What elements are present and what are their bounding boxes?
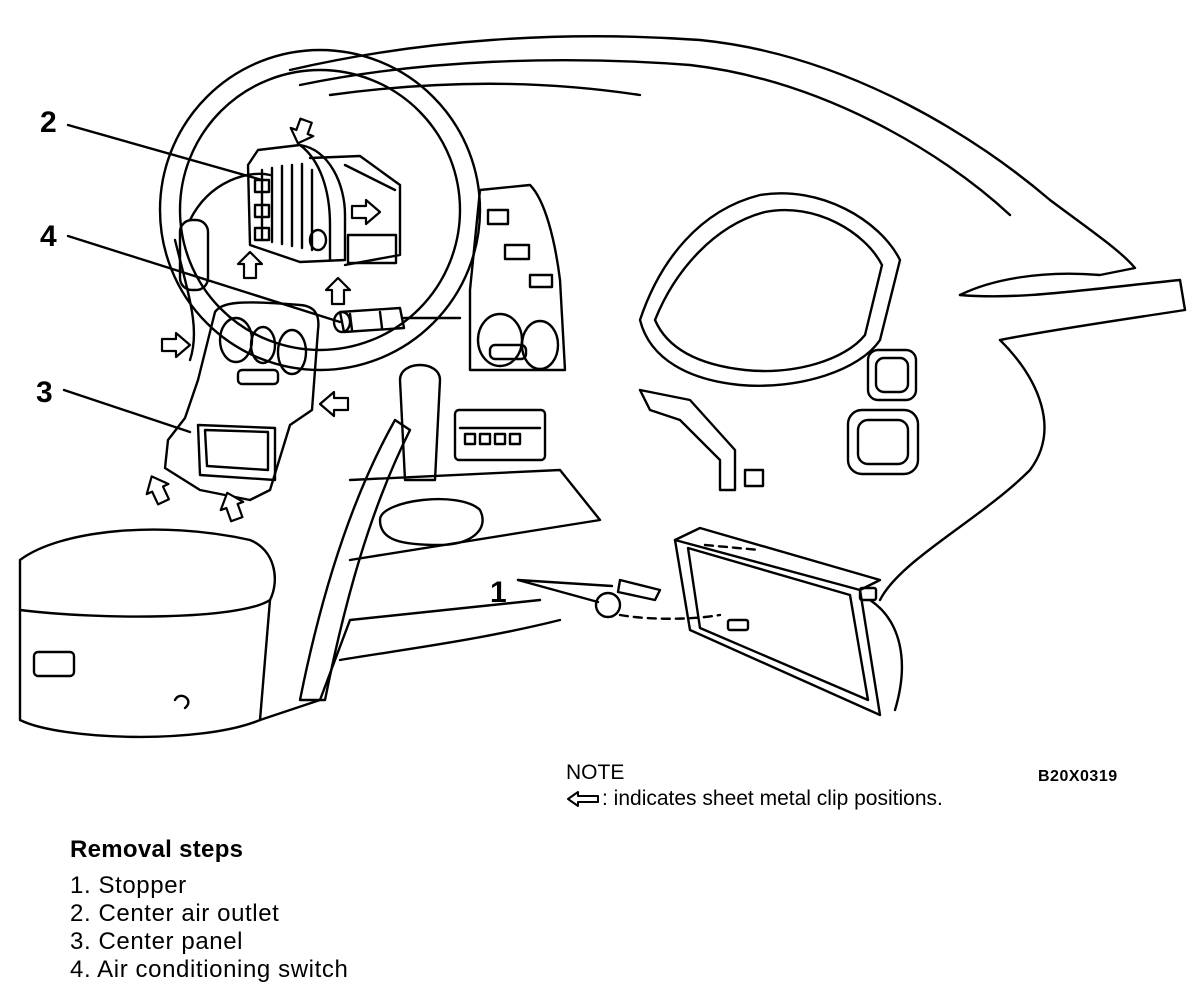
leader-line-3 [62, 388, 192, 434]
dashboard-right-wing [958, 278, 1187, 342]
note-block: NOTE : indicates sheet metal clip positi… [566, 760, 943, 812]
clip-arrow [145, 475, 171, 506]
note-title: NOTE [566, 761, 625, 784]
clip-arrow [219, 491, 245, 523]
stopper [594, 578, 662, 619]
glovebox [673, 526, 882, 717]
clip-arrow [324, 276, 352, 306]
leader-line-2 [66, 123, 264, 182]
clip-arrow [236, 250, 264, 280]
removal-step: 3. Center panel [70, 928, 244, 955]
note-text: : indicates sheet metal clip positions. [602, 787, 943, 810]
clip-arrow [350, 198, 382, 226]
clip-arrow [289, 117, 315, 145]
callout-1: 1 [490, 576, 507, 609]
right-vent-lower [846, 408, 920, 476]
removal-steps-list: 1. Stopper 2. Center air outlet 3. Cente… [70, 872, 348, 984]
figure-code: B20X0319 [1038, 768, 1118, 785]
armrest-console [18, 528, 277, 739]
shift-lever [398, 363, 442, 482]
leader-line-1a [516, 578, 614, 588]
dashboard-top [288, 35, 1137, 297]
dashboard-diagram [18, 35, 1187, 739]
clip-arrow [160, 331, 192, 359]
callout-2: 2 [40, 106, 57, 139]
clip-arrows [145, 117, 382, 523]
removal-step: 4. Air conditioning switch [70, 956, 349, 983]
radio-unit [453, 408, 547, 462]
removal-step: 1. Stopper [70, 872, 187, 899]
leader-line-1b [516, 578, 600, 604]
dashboard-brow [298, 58, 1012, 217]
removal-step: 2. Center air outlet [70, 900, 280, 927]
center-air-outlet [246, 143, 402, 267]
air-conditioning-switch [332, 306, 462, 334]
steering-wheel [158, 48, 482, 372]
clip-arrow-icon [567, 791, 599, 807]
right-vent-upper [866, 348, 918, 402]
clip-arrow [318, 390, 350, 418]
note-line: : indicates sheet metal clip positions. [566, 786, 943, 812]
center-panel [163, 301, 320, 502]
upper-glovebox-panel [638, 192, 902, 387]
removal-steps-heading: Removal steps [70, 836, 244, 863]
leader-line-4 [66, 234, 342, 324]
center-stack [468, 183, 567, 372]
callout-3: 3 [36, 376, 53, 409]
callout-4: 4 [40, 220, 57, 253]
